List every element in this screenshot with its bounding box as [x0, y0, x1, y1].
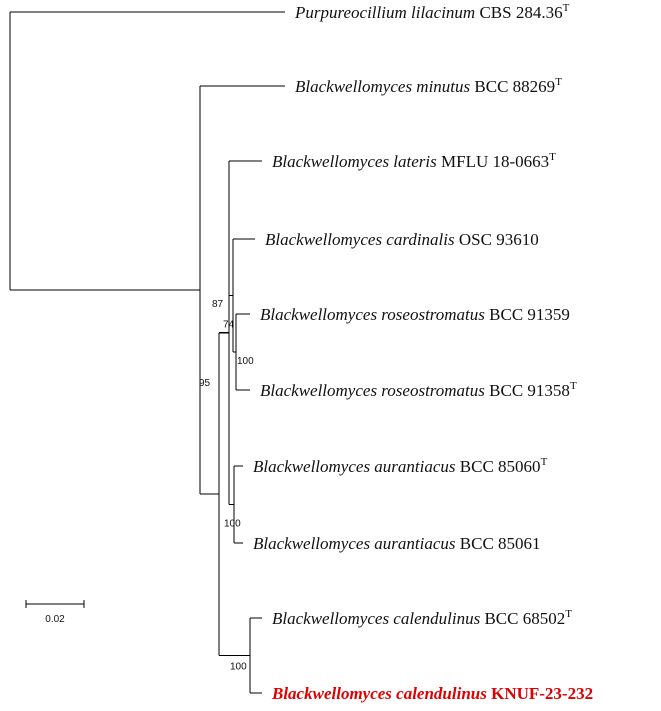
taxon-species: Blackwellomyces roseostromatus — [260, 305, 485, 324]
taxon-strain: MFLU 18-0663 — [437, 152, 549, 171]
scale-bar-label: 0.02 — [45, 614, 65, 625]
taxon-label: Blackwellomyces calendulinus KNUF-23-232 — [271, 684, 593, 703]
taxon-species: Blackwellomyces lateris — [272, 152, 437, 171]
bootstrap-value: 87 — [212, 299, 224, 310]
bootstrap-value: 100 — [224, 519, 241, 530]
taxon-label: Blackwellomyces roseostromatus BCC 91358… — [260, 380, 577, 400]
type-strain-marker: T — [570, 380, 577, 392]
taxon-label: Blackwellomyces calendulinus BCC 68502T — [272, 608, 572, 628]
bootstrap-value: 100 — [237, 356, 254, 367]
taxon-species: Blackwellomyces minutus — [295, 77, 471, 96]
taxon-strain: OSC 93610 — [455, 230, 539, 249]
taxon-label: Blackwellomyces minutus BCC 88269T — [295, 76, 562, 96]
taxon-strain: BCC 68502 — [480, 609, 565, 628]
taxon-label: Blackwellomyces lateris MFLU 18-0663T — [272, 151, 556, 171]
taxon-species: Blackwellomyces cardinalis — [265, 230, 455, 249]
taxon-species: Blackwellomyces calendulinus — [271, 684, 487, 703]
type-strain-marker: T — [555, 76, 562, 88]
scale-bar: 0.02 — [25, 600, 85, 625]
taxon-strain: BCC 85061 — [456, 534, 541, 553]
type-strain-marker: T — [549, 151, 556, 163]
bootstrap-value: 74 — [223, 320, 235, 331]
taxon-species: Blackwellomyces roseostromatus — [260, 381, 485, 400]
taxon-strain: KNUF-23-232 — [487, 684, 593, 703]
bootstrap-values: 100 74 100 100 87 95 — [199, 299, 254, 673]
type-strain-marker: T — [565, 608, 572, 620]
tree-branches — [9, 11, 285, 694]
bootstrap-value: 95 — [199, 378, 211, 389]
taxon-strain: BCC 88269 — [470, 77, 555, 96]
taxon-label: Purpureocillium lilacinum CBS 284.36T — [294, 2, 570, 22]
taxon-label: Blackwellomyces roseostromatus BCC 91359 — [260, 305, 570, 324]
taxon-labels: Purpureocillium lilacinum CBS 284.36TBla… — [253, 2, 593, 703]
type-strain-marker: T — [541, 456, 548, 468]
taxon-strain: BCC 91359 — [485, 305, 570, 324]
taxon-label: Blackwellomyces cardinalis OSC 93610 — [265, 230, 539, 249]
taxon-species: Blackwellomyces calendulinus — [272, 609, 481, 628]
taxon-label: Blackwellomyces aurantiacus BCC 85061 — [253, 534, 541, 553]
taxon-label: Blackwellomyces aurantiacus BCC 85060T — [253, 456, 548, 476]
taxon-strain: CBS 284.36 — [475, 3, 562, 22]
type-strain-marker: T — [563, 2, 570, 14]
bootstrap-value: 100 — [230, 662, 247, 673]
taxon-species: Purpureocillium lilacinum — [294, 3, 475, 22]
taxon-strain: BCC 91358 — [485, 381, 570, 400]
taxon-species: Blackwellomyces aurantiacus — [253, 534, 456, 553]
taxon-species: Blackwellomyces aurantiacus — [253, 457, 456, 476]
taxon-strain: BCC 85060 — [456, 457, 541, 476]
